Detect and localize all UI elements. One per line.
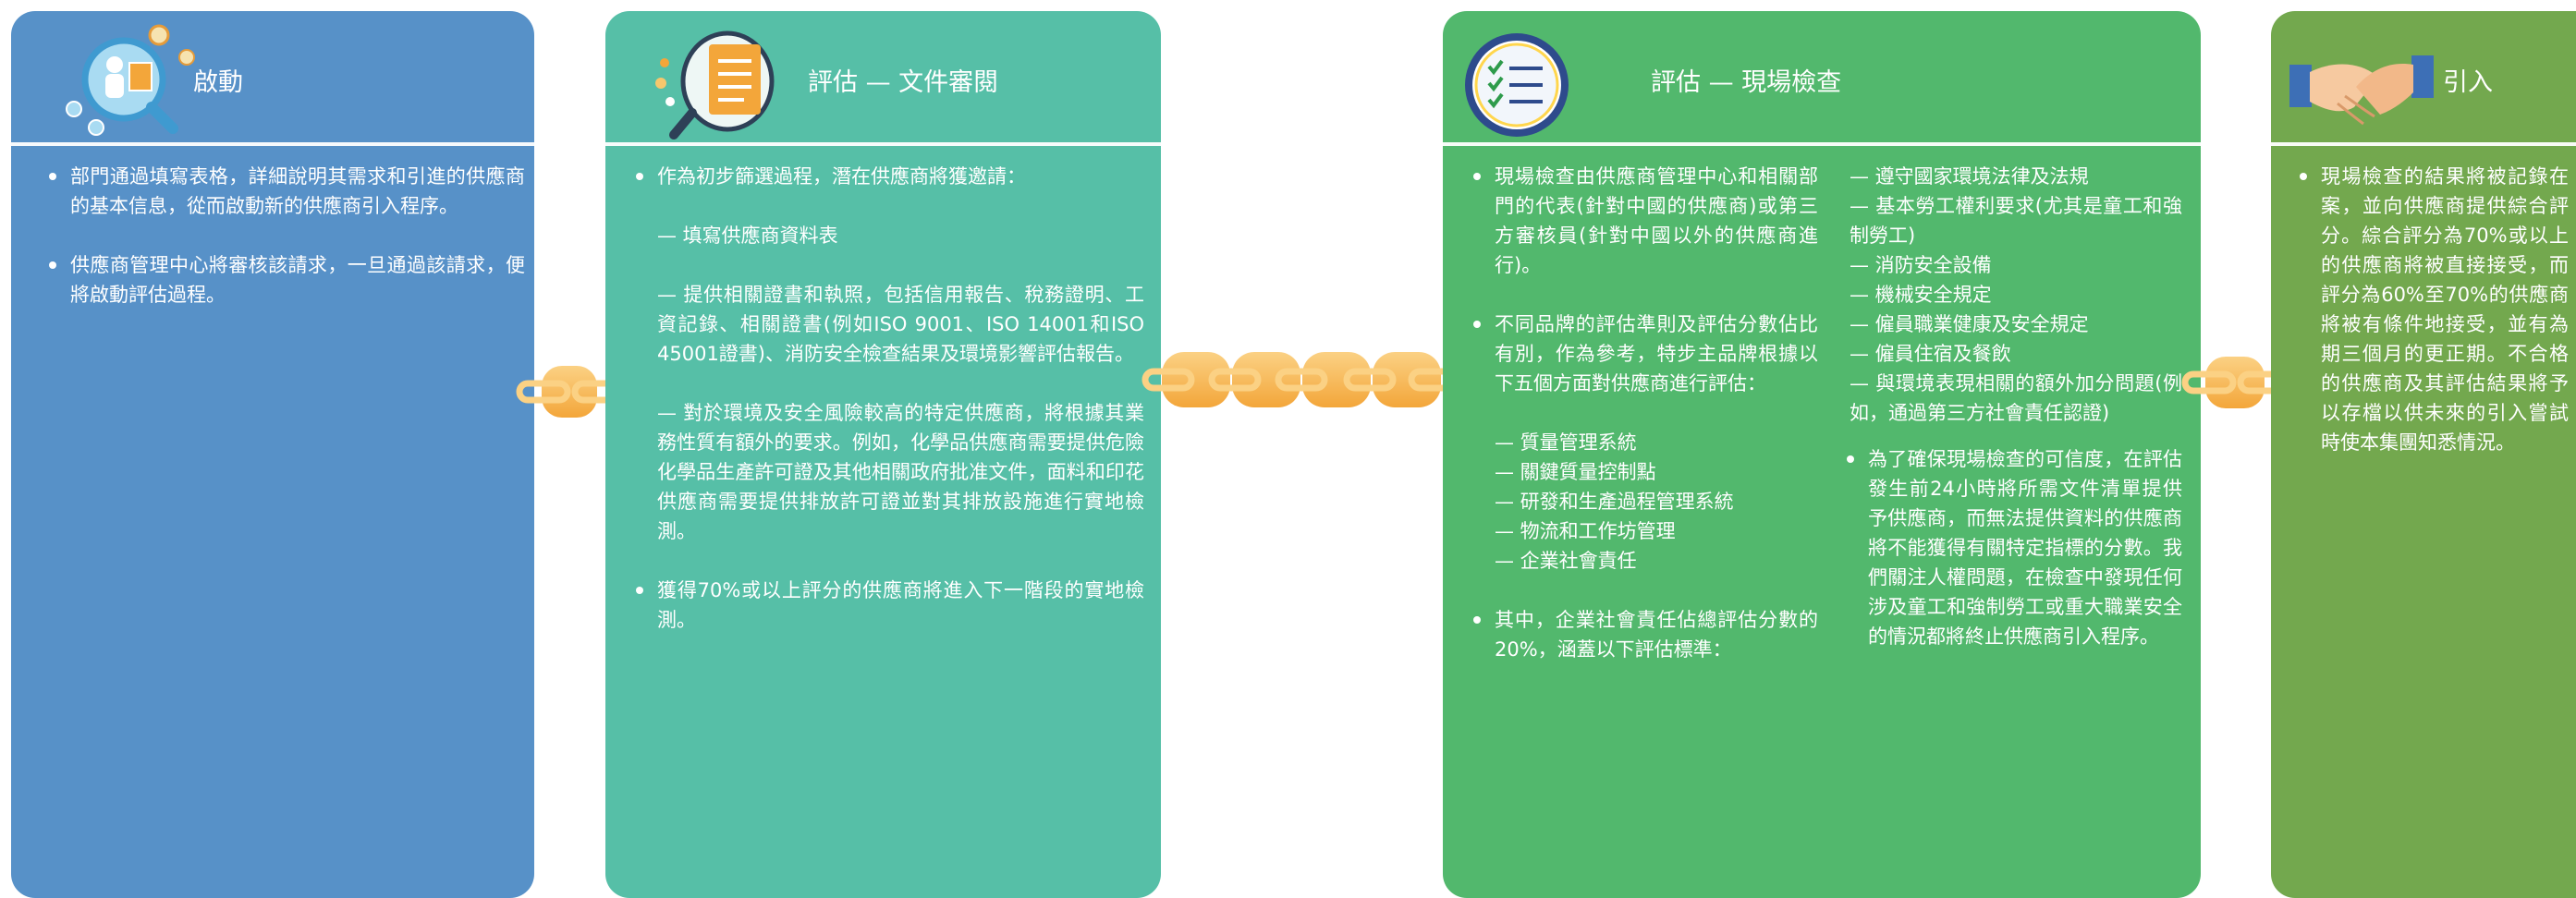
dash-item: — 對於環境及安全風險較高的特定供應商，將根據其業務性質有額外的要求。例如，化學…	[657, 402, 1144, 542]
step-card-onboarding: 引入 現場檢查的結果將被記錄在案，並向供應商提供綜合評分。綜合評分為70%或以上…	[2271, 11, 2576, 898]
card-divider	[605, 142, 1161, 146]
dash-item: — 研發和生產過程管理系統	[1495, 491, 1734, 513]
card-title: 啟動	[193, 68, 243, 97]
chain-link-connector	[1141, 352, 1460, 407]
dash-item: — 消防安全設備	[1850, 254, 1992, 276]
chain-link-connector	[2181, 357, 2292, 408]
card-header: 評估 — 文件審閱	[605, 11, 1161, 142]
people-magnifier-icon	[66, 24, 195, 136]
list-item: 部門通過填寫表格，詳細說明其需求和引進的供應商的基本信息，從而啟動新的供應商引入…	[44, 162, 525, 221]
dash-item: — 關鍵質量控制點	[1495, 461, 1656, 483]
list-item: 獲得70%或以上評分的供應商將進入下一階段的實地檢測。	[631, 576, 1144, 635]
dash-item: — 遵守國家環境法律及法規	[1850, 165, 2089, 188]
card-divider	[2271, 142, 2576, 146]
card-title: 評估 — 現場檢查	[1651, 68, 1842, 97]
card-body-left: 現場檢查由供應商管理中心和相關部門的代表(針對中國的供應商)或第三方審核員(針對…	[1469, 162, 1818, 694]
list-item: 作為初步篩選過程，潛在供應商將獲邀請： — 填寫供應商資料表 — 提供相關證書和…	[631, 162, 1144, 546]
card-title: 評估 — 文件審閱	[808, 68, 999, 97]
handshake-icon	[2289, 55, 2434, 126]
dash-item: — 機械安全規定	[1850, 284, 1992, 306]
dash-item: — 僱員職業健康及安全規定	[1850, 313, 2089, 335]
list-item: 現場檢查由供應商管理中心和相關部門的代表(針對中國的供應商)或第三方審核員(針對…	[1469, 162, 1818, 280]
dash-item: — 僱員住宿及餐飲	[1850, 343, 2011, 365]
checklist-icon	[1465, 33, 1569, 137]
card-divider	[1443, 142, 2201, 146]
list-item: 供應商管理中心將審核該請求，一旦通過該請求，便將啟動評估過程。	[44, 250, 525, 309]
card-body: 作為初步篩選過程，潛在供應商將獲邀請： — 填寫供應商資料表 — 提供相關證書和…	[631, 162, 1144, 664]
card-header: 啟動	[11, 11, 534, 142]
card-divider	[11, 142, 534, 146]
bullet-text: 作為初步篩選過程，潛在供應商將獲邀請：	[657, 165, 1026, 188]
dash-item: — 物流和工作坊管理	[1495, 520, 1676, 542]
card-title: 引入	[2443, 68, 2493, 97]
dash-item: — 填寫供應商資料表	[657, 224, 838, 247]
card-body: 部門通過填寫表格，詳細說明其需求和引進的供應商的基本信息，從而啟動新的供應商引入…	[44, 162, 525, 339]
bullet-text: 不同品牌的評估準則及評估分數佔比有別，作為參考，特步主品牌根據以下五個方面對供應…	[1495, 313, 1818, 394]
card-header: 引入	[2271, 11, 2576, 142]
dash-item: — 質量管理系統	[1495, 431, 1637, 454]
card-body: 現場檢查的結果將被記錄在案，並向供應商提供綜合評分。綜合評分為70%或以上的供應…	[2295, 162, 2569, 487]
dash-item: — 提供相關證書和執照，包括信用報告、稅務證明、工資記錄、相關證書(例如ISO …	[657, 284, 1144, 365]
dash-item: — 與環境表現相關的額外加分問題(例如，通過第三方社會責任認證)	[1850, 372, 2182, 424]
list-item: 現場檢查的結果將被記錄在案，並向供應商提供綜合評分。綜合評分為70%或以上的供應…	[2295, 162, 2569, 457]
list-item: 為了確保現場檢查的可信度，在評估發生前24小時將所需文件清單提供予供應商，而無法…	[1842, 444, 2182, 651]
step-card-site-inspection: 評估 — 現場檢查 現場檢查由供應商管理中心和相關部門的代表(針對中國的供應商)…	[1443, 11, 2201, 898]
list-item: 其中，企業社會責任佔總評估分數的20%，涵蓋以下評估標準：	[1469, 605, 1818, 664]
document-magnifier-icon	[655, 30, 775, 140]
list-item: 不同品牌的評估準則及評估分數佔比有別，作為參考，特步主品牌根據以下五個方面對供應…	[1469, 309, 1818, 576]
dash-item: — 企業社會責任	[1495, 550, 1637, 572]
dash-list: — 遵守國家環境法律及法規 — 基本勞工權利要求(尤其是童工和強制勞工) — 消…	[1842, 162, 2182, 428]
dash-item: — 基本勞工權利要求(尤其是童工和強制勞工)	[1850, 195, 2182, 247]
step-card-document-review: 評估 — 文件審閱 作為初步篩選過程，潛在供應商將獲邀請： — 填寫供應商資料表…	[605, 11, 1161, 898]
card-body-right: — 遵守國家環境法律及法規 — 基本勞工權利要求(尤其是童工和強制勞工) — 消…	[1842, 162, 2182, 681]
step-card-initiation: 啟動 部門通過填寫表格，詳細說明其需求和引進的供應商的基本信息，從而啟動新的供應…	[11, 11, 534, 898]
card-header: 評估 — 現場檢查	[1443, 11, 2201, 142]
dash-list: — 質量管理系統 — 關鍵質量控制點 — 研發和生產過程管理系統 — 物流和工作…	[1495, 428, 1818, 576]
